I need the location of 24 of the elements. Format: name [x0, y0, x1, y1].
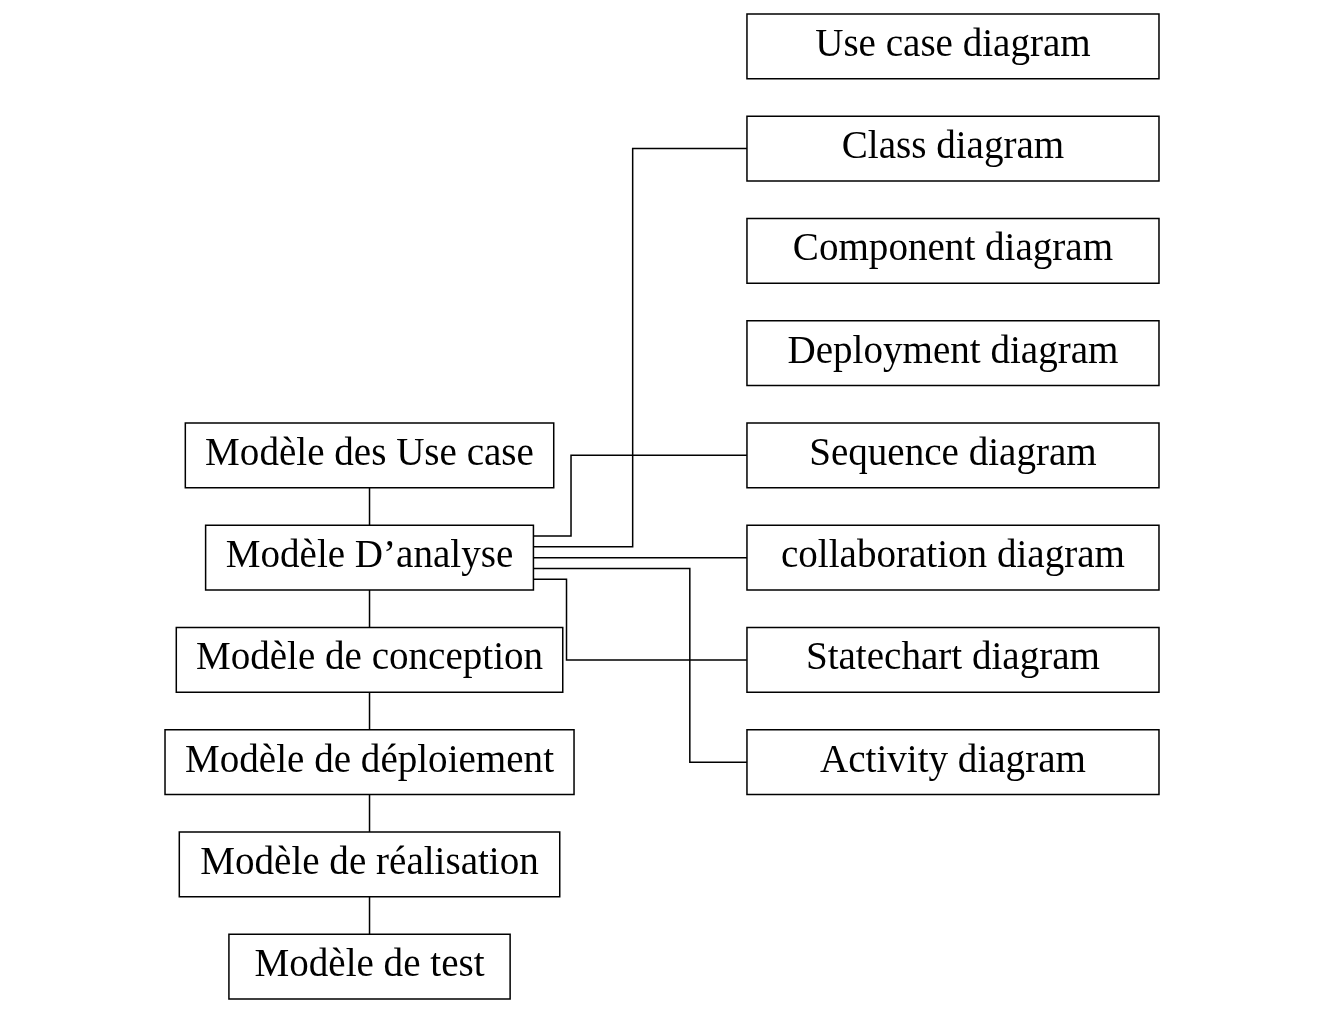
- node-box: Deployment diagram: [745, 320, 1160, 387]
- node-box: Modèle de conception: [175, 626, 563, 693]
- node-box: Modèle de test: [227, 933, 511, 1000]
- connector: [368, 589, 370, 629]
- node-box: Modèle D’analyse: [204, 524, 534, 591]
- connector: [532, 578, 747, 661]
- connector: [368, 896, 370, 935]
- connector: [532, 567, 748, 763]
- node-box: Component diagram: [745, 217, 1160, 284]
- node-box: collaboration diagram: [745, 524, 1160, 591]
- node-box: Modèle des Use case: [184, 422, 554, 489]
- node-box: Activity diagram: [745, 729, 1160, 796]
- connector: [368, 487, 370, 526]
- connector: [532, 147, 748, 548]
- node-box: Modèle de déploiement: [163, 729, 575, 796]
- node-box: Sequence diagram: [745, 422, 1160, 489]
- connector: [368, 793, 370, 833]
- connector: [532, 556, 748, 559]
- node-box: Use case diagram: [745, 13, 1160, 80]
- connector: [532, 454, 748, 537]
- connector: [368, 691, 370, 731]
- node-box: Statechart diagram: [745, 626, 1160, 693]
- node-box: Modèle de réalisation: [178, 831, 560, 898]
- node-box: Class diagram: [745, 115, 1160, 182]
